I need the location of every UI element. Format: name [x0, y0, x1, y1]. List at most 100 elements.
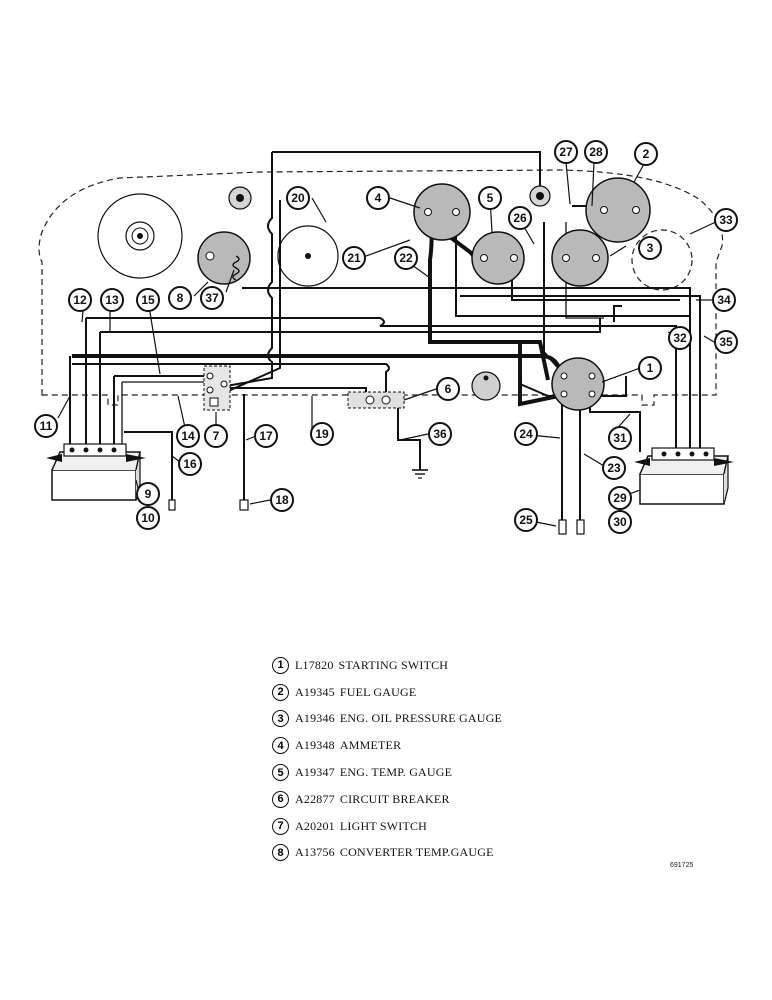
connector-block-right: [634, 447, 734, 505]
svg-text:29: 29: [613, 491, 627, 505]
callout-10: 10: [136, 506, 160, 530]
callout-1: 1: [638, 356, 662, 380]
legend-number: 8: [272, 844, 289, 862]
callout-17: 17: [254, 424, 278, 448]
svg-text:37: 37: [205, 291, 219, 305]
legend-item: 5 A19347 ENG. TEMP. GAUGE: [272, 759, 692, 786]
legend-item: 8 A13756 CONVERTER TEMP.GAUGE: [272, 840, 692, 867]
svg-text:6: 6: [445, 382, 452, 396]
legend-part-number: A22877: [295, 791, 335, 806]
svg-text:7: 7: [213, 429, 220, 443]
converter-temp-gauge: [197, 231, 251, 285]
svg-text:15: 15: [141, 293, 155, 307]
legend-description: LIGHT SWITCH: [339, 818, 428, 833]
ammeter-gauge: [413, 183, 471, 241]
starting-switch: [551, 357, 605, 411]
callout-6: 6: [436, 377, 460, 401]
legend-description: ENG. OIL PRESSURE GAUGE: [339, 711, 503, 726]
terminal-10: [168, 499, 176, 511]
legend-number: 4: [272, 737, 289, 755]
callout-20: 20: [286, 186, 310, 210]
legend-description: CONVERTER TEMP.GAUGE: [339, 845, 494, 860]
svg-text:28: 28: [589, 145, 603, 159]
legend-part-number: A20201: [295, 818, 335, 833]
callout-21: 21: [342, 246, 366, 270]
callout-16: 16: [178, 452, 202, 476]
svg-text:16: 16: [183, 457, 197, 471]
legend-number: 7: [272, 817, 289, 835]
legend-part-number: A19347: [295, 765, 335, 780]
svg-text:25: 25: [519, 513, 533, 527]
eng-temp-gauge: [471, 231, 525, 285]
callout-2: 2: [634, 142, 658, 166]
legend-item: 1 L17820 STARTING SWITCH: [272, 652, 692, 679]
svg-text:11: 11: [40, 419, 53, 433]
legend-item: 2 A19345 FUEL GAUGE: [272, 679, 692, 706]
legend-number: 1: [272, 656, 289, 674]
callout-13: 13: [100, 288, 124, 312]
legend-part-number: A19345: [295, 684, 335, 699]
callout-31: 31: [608, 426, 632, 450]
legend-description: FUEL GAUGE: [339, 684, 417, 699]
svg-text:5: 5: [487, 191, 494, 205]
svg-text:23: 23: [607, 461, 621, 475]
svg-text:36: 36: [433, 427, 447, 441]
circuit-breaker: [347, 391, 405, 409]
svg-text:4: 4: [375, 191, 382, 205]
legend-description: ENG. TEMP. GAUGE: [339, 765, 453, 780]
callout-4: 4: [366, 186, 390, 210]
callout-34: 34: [712, 288, 736, 312]
legend-part-number: A19346: [295, 711, 335, 726]
terminal-23: [576, 519, 585, 535]
svg-text:34: 34: [717, 293, 731, 307]
callout-32: 32: [668, 326, 692, 350]
legend-item: 3 A19346 ENG. OIL PRESSURE GAUGE: [272, 706, 692, 733]
legend-number: 2: [272, 683, 289, 701]
indicator-lamp-right: [529, 185, 551, 207]
svg-text:10: 10: [141, 511, 155, 525]
callout-14: 14: [176, 424, 200, 448]
legend-part-number: A13756: [295, 845, 335, 860]
callout-12: 12: [68, 288, 92, 312]
speedometer-dial: [97, 193, 183, 279]
svg-text:8: 8: [177, 291, 184, 305]
light-switch: [203, 365, 231, 411]
oil-pressure-gauge: [551, 229, 609, 287]
svg-text:14: 14: [181, 429, 195, 443]
svg-text:9: 9: [145, 487, 152, 501]
svg-text:12: 12: [73, 293, 87, 307]
callout-7: 7: [204, 424, 228, 448]
drawing-number: 691725: [670, 862, 694, 869]
svg-text:22: 22: [399, 251, 413, 265]
callout-8: 8: [168, 286, 192, 310]
fuel-gauge: [585, 177, 651, 243]
callout-35: 35: [714, 330, 738, 354]
ground-symbol: [412, 469, 428, 479]
svg-text:27: 27: [559, 145, 573, 159]
callout-19: 19: [310, 422, 334, 446]
legend-item: 6 A22877 CIRCUIT BREAKER: [272, 786, 692, 813]
legend-item: 7 A20201 LIGHT SWITCH: [272, 813, 692, 840]
svg-text:19: 19: [315, 427, 329, 441]
legend-description: CIRCUIT BREAKER: [339, 791, 450, 806]
svg-text:21: 21: [347, 251, 361, 265]
legend-part-number: A19348: [295, 738, 335, 753]
svg-text:17: 17: [259, 429, 273, 443]
svg-text:35: 35: [719, 335, 733, 349]
wiring-diagram: 1 2 3 4 5 6 7 8 9 10 11 12 13 14 15 16 1…: [34, 140, 738, 535]
svg-text:20: 20: [291, 191, 305, 205]
panel-outline: [38, 169, 724, 406]
svg-text:24: 24: [519, 427, 533, 441]
callout-24: 24: [514, 422, 538, 446]
svg-text:33: 33: [719, 213, 733, 227]
spare-gauge-outline: [631, 229, 693, 291]
indicator-lamp: [228, 186, 252, 210]
svg-text:32: 32: [673, 331, 687, 345]
svg-text:31: 31: [613, 431, 627, 445]
callout-3: 3: [638, 236, 662, 260]
callout-29: 29: [608, 486, 632, 510]
callout-15: 15: [136, 288, 160, 312]
callout-11: 11: [34, 414, 58, 438]
terminal-25: [558, 519, 567, 535]
callout-22: 22: [394, 246, 418, 270]
